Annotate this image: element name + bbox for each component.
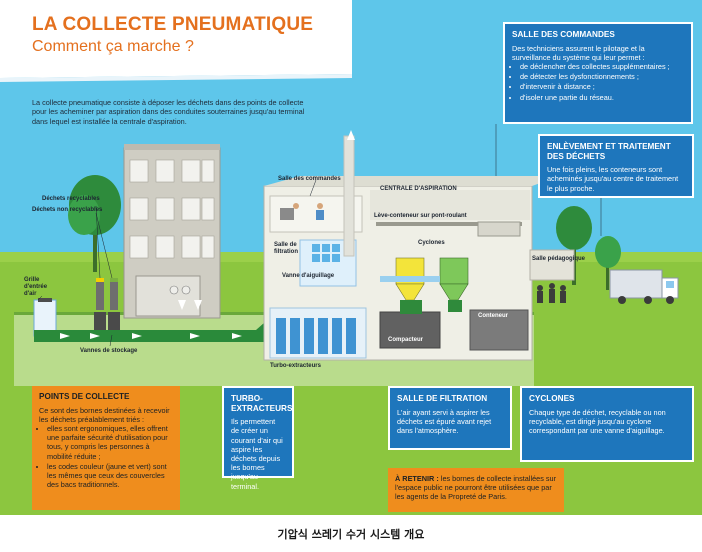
box-points-collecte-list: elles sont ergonomiques, elles offrent u…: [39, 424, 173, 489]
label-conteneur: Conteneur: [478, 313, 508, 319]
box-salle-commandes-title: SALLE DES COMMANDES: [512, 30, 615, 39]
cyclone-icons: [380, 257, 469, 301]
box-points-collecte-text: Ce sont des bornes destinées à recevoir …: [39, 405, 170, 424]
box-filtration-text: L'air ayant servi à aspirer les déchets …: [397, 407, 492, 435]
header-panel: [0, 0, 352, 78]
list-item: de déclencher des collectes supplémentai…: [520, 62, 684, 71]
box-points-collecte: POINTS DE COLLECTE Ce sont des bornes de…: [32, 386, 180, 510]
infographic: LA COLLECTE PNEUMATIQUE Comment ça march…: [0, 0, 702, 515]
central-building: [263, 130, 575, 361]
label-dechets-recyclables: Déchets recyclables: [42, 196, 100, 202]
box-enlevement-title: ENLÈVEMENT ET TRAITEMENT DES DÉCHETS: [547, 142, 671, 161]
list-item: d'isoler une partie du réseau.: [520, 93, 684, 102]
label-leve-conteneur: Lève-conteneur sur pont-roulant: [374, 213, 467, 219]
box-cyclones-text: Chaque type de déchet, recyclable ou non…: [529, 407, 666, 435]
label-dechets-non-recyclables: Déchets non recyclables: [32, 207, 103, 213]
box-cyclones-title: CYCLONES: [529, 394, 575, 403]
box-filtration-title: SALLE DE FILTRATION: [397, 394, 488, 403]
label-cyclones: Cyclones: [418, 240, 445, 246]
label-compacteur: Compacteur: [388, 337, 424, 343]
list-item: de détecter les dysfonctionnements ;: [520, 72, 684, 81]
label-salle-filtration: Salle de filtration: [274, 242, 298, 255]
collection-bins-icon: [94, 278, 120, 334]
box-filtration: SALLE DE FILTRATION L'air ayant servi à …: [388, 386, 512, 450]
air-grille-icon: [33, 298, 57, 337]
label-salle-pedagogique: Salle pédagogique: [532, 256, 586, 262]
label-turbo-extracteurs: Turbo-extracteurs: [270, 363, 321, 369]
list-item: elles sont ergonomiques, elles offrent u…: [47, 424, 173, 461]
label-centrale: CENTRALE D'ASPIRATION: [380, 186, 457, 192]
box-salle-commandes-list: de déclencher des collectes supplémentai…: [512, 62, 684, 102]
intro-text: La collecte pneumatique consiste à dépos…: [32, 98, 305, 126]
list-item: les codes couleur (jaune et vert) sont l…: [47, 462, 173, 490]
label-salle-commandes: Salle des commandes: [278, 176, 341, 182]
page-subtitle: Comment ça marche ?: [32, 38, 194, 55]
label-vannes-stockage: Vannes de stockage: [80, 348, 138, 354]
label-vanne-aiguillage: Vanne d'aiguillage: [282, 273, 335, 279]
box-salle-commandes-text: Des techniciens assurent le pilotage et …: [512, 43, 645, 62]
box-enlevement: ENLÈVEMENT ET TRAITEMENT DES DÉCHETS Une…: [538, 134, 694, 198]
box-salle-commandes: SALLE DES COMMANDES Des techniciens assu…: [503, 22, 693, 124]
tree-left-icon: [68, 175, 121, 272]
box-retenir-title: À RETENIR :: [395, 474, 439, 483]
label-grille: Grille d'entrée d'air: [24, 277, 48, 297]
box-enlevement-text: Une fois pleins, les conteneurs sont ach…: [547, 165, 679, 193]
page-title: LA COLLECTE PNEUMATIQUE: [32, 14, 314, 35]
box-cyclones: CYCLONES Chaque type de déchet, recyclab…: [520, 386, 694, 462]
list-item: d'intervenir à distance ;: [520, 82, 684, 91]
box-points-collecte-title: POINTS DE COLLECTE: [39, 392, 130, 401]
apartment-building-icon: [123, 144, 221, 319]
air-flow-arrows: [60, 300, 242, 339]
box-retenir-text: les bornes de collecte installées sur l'…: [395, 474, 557, 502]
footer-caption: 기압식 쓰레기 수거 시스템 개요: [277, 528, 425, 541]
box-turbo-text: Ils permettent de créer un courant d'air…: [231, 417, 283, 491]
box-turbo-title: TURBO-EXTRACTEURS: [231, 394, 293, 413]
truck-icon: [609, 269, 679, 304]
box-retenir: À RETENIR : les bornes de collecte insta…: [388, 468, 564, 512]
box-turbo: TURBO-EXTRACTEURS Ils permettent de crée…: [222, 386, 294, 491]
